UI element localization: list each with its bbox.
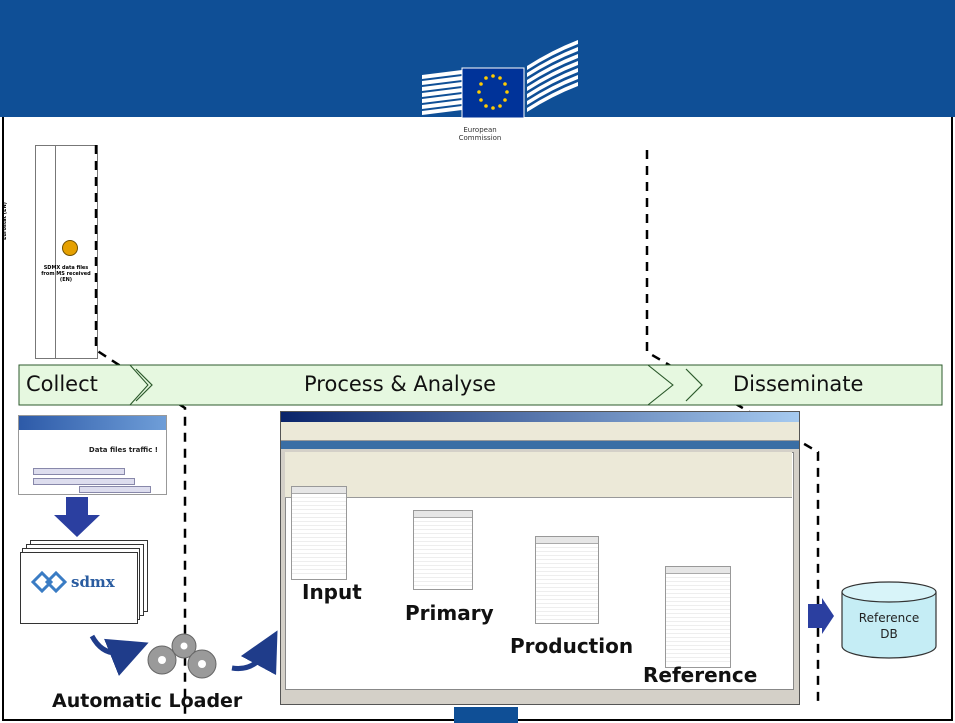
arrow-to-refdb <box>808 598 834 634</box>
arrow-to-application <box>231 630 278 676</box>
stage-production: Production <box>510 634 634 658</box>
reference-db-label: Reference DB <box>844 610 934 642</box>
stage-primary: Primary <box>405 601 494 625</box>
event-icon <box>62 240 78 256</box>
portal-title: Data files traffic ! <box>88 446 158 454</box>
disseminate-chevron <box>646 364 943 406</box>
eu-stars <box>477 74 509 110</box>
refdb-line-2: DB <box>880 627 898 641</box>
app-titlebar <box>281 412 799 422</box>
portal-header <box>19 416 166 430</box>
disseminate-boundary-line <box>645 150 820 705</box>
application-screenshot <box>280 411 800 705</box>
phase-process: Process & Analyse <box>304 372 497 396</box>
input-table <box>291 486 347 580</box>
production-table <box>535 536 599 624</box>
primary-table <box>413 510 473 590</box>
arrow-to-loader <box>89 634 149 676</box>
lane-task-text: SDMX data files from MS received (EN) <box>41 265 91 283</box>
phase-collect: Collect <box>26 372 98 396</box>
lane-divider <box>55 146 56 358</box>
sdmx-logo-icon <box>31 571 67 593</box>
automatic-loader-label: Automatic Loader <box>52 690 243 712</box>
app-toolbar <box>281 430 799 441</box>
european-commission-logo <box>422 40 578 135</box>
logo-line-2: Commission <box>458 134 502 142</box>
gears-icon <box>147 633 217 679</box>
phase-disseminate: Disseminate <box>733 372 864 396</box>
logo-line-1: European <box>463 126 497 134</box>
footer-tab <box>454 707 518 723</box>
logo-caption: European Commission <box>440 126 520 142</box>
data-portal-thumbnail: Data files traffic ! <box>18 415 167 495</box>
sdmx-brand: sdmx <box>71 573 115 591</box>
app-tabbar <box>281 441 799 449</box>
down-arrow-icon <box>54 497 100 537</box>
reference-table <box>665 566 731 668</box>
sdmx-file-stack: sdmx <box>20 540 148 624</box>
app-menubar <box>281 422 799 430</box>
app-filter-bar <box>285 452 792 498</box>
stage-input: Input <box>302 580 362 604</box>
stage-reference: Reference <box>643 663 758 687</box>
phase-arrow-bar <box>18 364 943 406</box>
sdmx-document: sdmx <box>20 552 138 624</box>
refdb-line-1: Reference <box>858 611 920 625</box>
reference-db-icon <box>841 581 937 659</box>
